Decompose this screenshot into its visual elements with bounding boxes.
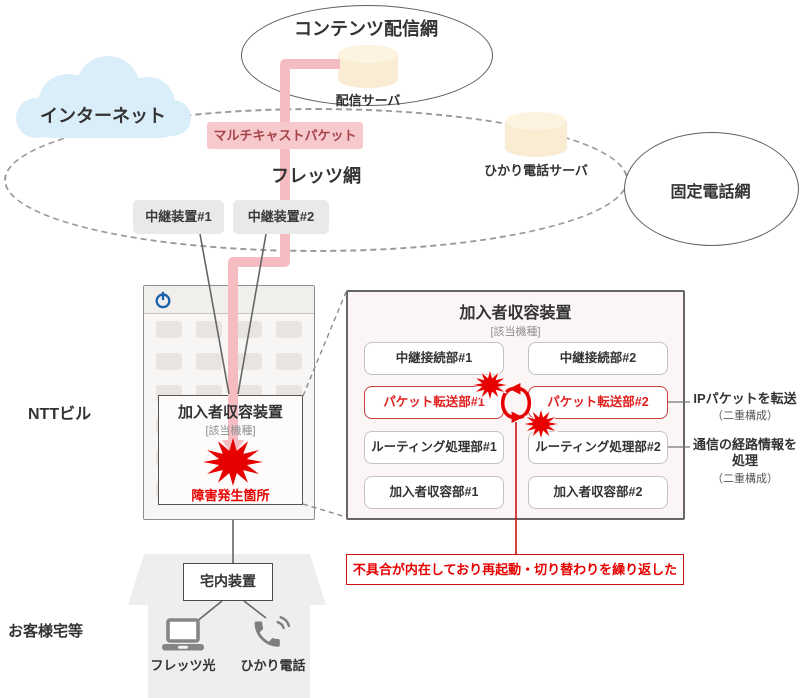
annotation-routing: 通信の経路情報を 処理 （二重構成） bbox=[687, 437, 800, 486]
annotation-ip-forward-note: （二重構成） bbox=[712, 410, 778, 423]
flets-hikari-label: フレッツ光 bbox=[150, 658, 216, 673]
card-subscriber-1: 加入者収容部#1 bbox=[364, 476, 504, 509]
swap-arrows-icon bbox=[500, 383, 532, 423]
detail-title: 加入者収容装置 bbox=[459, 305, 572, 322]
home-device-box: 宅内装置 bbox=[183, 563, 273, 601]
annotation-ip-forward: IPパケットを転送 （二重構成） bbox=[687, 391, 800, 423]
delivery-server-label: 配信サーバ bbox=[335, 93, 401, 108]
annotation-ip-forward-text: IPパケットを転送 bbox=[693, 391, 797, 406]
detail-model-note: [該当機種] bbox=[490, 326, 541, 338]
card-relay-connect-2: 中継接続部#2 bbox=[528, 342, 668, 375]
failure-note-box: 不具合が内在しており再起動・切り替わりを繰り返した bbox=[346, 554, 684, 585]
internet-label: インターネット bbox=[40, 106, 166, 126]
fixed-phone-network-label: 固定電話網 bbox=[670, 184, 751, 201]
failure-burst-icon bbox=[203, 438, 263, 486]
card-packet-forward-2: パケット転送部#2 bbox=[528, 386, 668, 419]
card-packet-forward-1: パケット転送部#1 bbox=[364, 386, 504, 419]
card-subscriber-2: 加入者収容部#2 bbox=[528, 476, 668, 509]
phone-handset-icon bbox=[254, 616, 291, 647]
annotation-routing-note: （二重構成） bbox=[712, 472, 778, 485]
failure-burst-icon bbox=[522, 408, 560, 440]
fixed-phone-network-ellipse bbox=[624, 132, 799, 246]
ntt-building-label: NTTビル bbox=[28, 406, 92, 423]
hikari-phone-label: ひかり電話 bbox=[240, 658, 306, 673]
relay-device-1: 中継装置#1 bbox=[133, 200, 224, 234]
card-routing-2: ルーティング処理部#2 bbox=[528, 431, 668, 464]
power-icon bbox=[155, 291, 171, 309]
hikari-phone-server-icon bbox=[505, 112, 567, 157]
delivery-server-icon bbox=[338, 45, 398, 88]
flets-network-label: フレッツ網 bbox=[271, 166, 361, 186]
laptop-icon bbox=[162, 618, 204, 651]
card-relay-connect-1: 中継接続部#1 bbox=[364, 342, 504, 375]
annotation-routing-text-1: 通信の経路情報を bbox=[692, 437, 797, 452]
failure-location-label: 障害発生箇所 bbox=[191, 488, 270, 503]
failure-burst-icon bbox=[471, 369, 509, 401]
customer-area-label: お客様宅等 bbox=[8, 623, 84, 640]
multicast-packet-label: マルチキャストパケット bbox=[207, 122, 363, 149]
rack-header bbox=[144, 286, 314, 314]
internet-cloud-icon bbox=[16, 56, 191, 138]
hikari-phone-server-label: ひかり電話サーバ bbox=[484, 163, 588, 178]
card-routing-1: ルーティング処理部#1 bbox=[364, 431, 504, 464]
content-network-label: コンテンツ配信網 bbox=[294, 19, 438, 39]
relay-device-2: 中継装置#2 bbox=[233, 200, 329, 234]
annotation-routing-text-2: 処理 bbox=[731, 453, 758, 469]
